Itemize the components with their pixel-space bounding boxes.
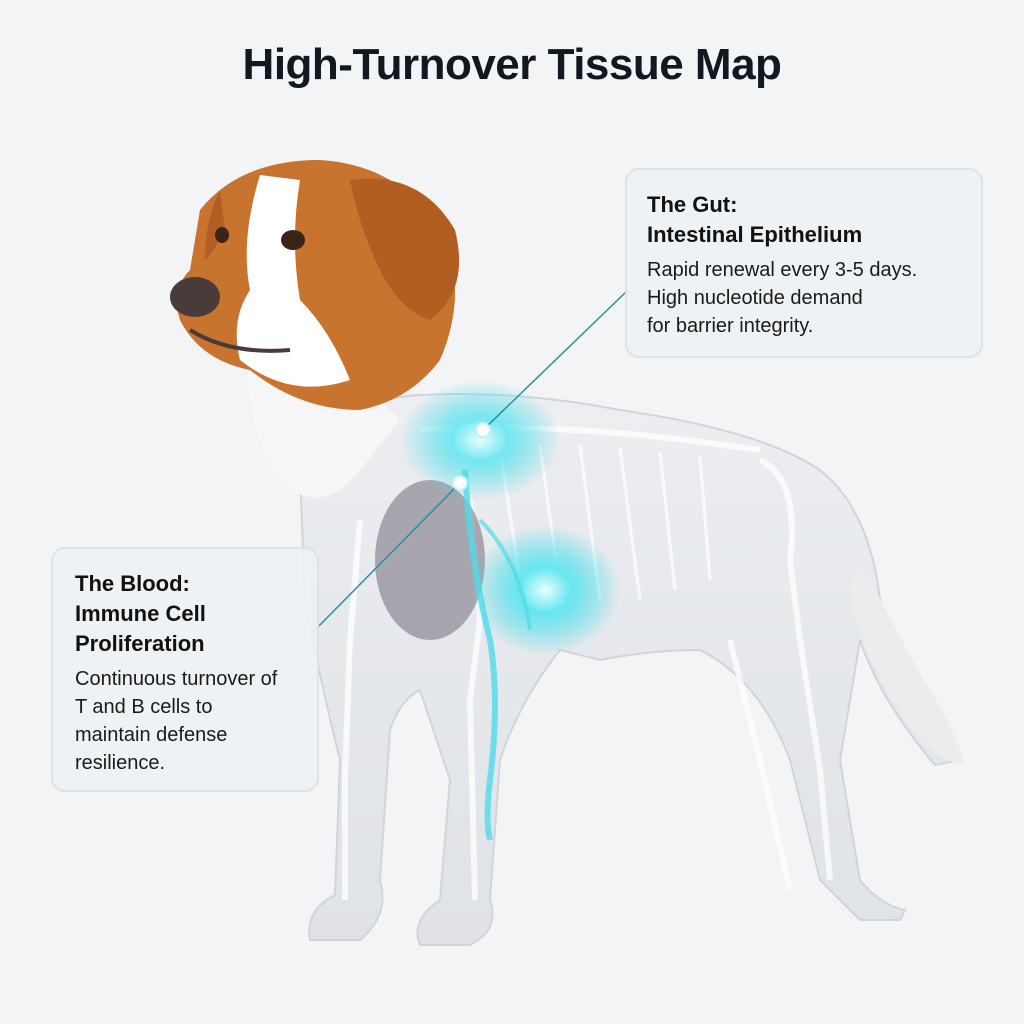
- callout-gut: The Gut: Intestinal Epithelium Rapid ren…: [625, 168, 983, 358]
- dog-tail: [850, 560, 965, 765]
- gut-body-line: for barrier integrity.: [647, 315, 814, 337]
- gut-body-line: Rapid renewal every 3-5 days.: [647, 259, 918, 281]
- gut-marker-dot: [475, 422, 491, 438]
- callout-leaders: [311, 289, 629, 634]
- blood-body-line: resilience.: [75, 752, 166, 774]
- blood-marker-dot: [452, 475, 468, 491]
- gut-heading: The Gut: Intestinal Epithelium: [647, 190, 961, 250]
- dog-head: [170, 160, 460, 410]
- gut-heading-line: Intestinal Epithelium: [647, 222, 863, 247]
- blood-body-line: maintain defense: [75, 724, 228, 746]
- blood-body: Continuous turnover of T and B cells to …: [75, 665, 295, 777]
- callout-blood: The Blood: Immune Cell Proliferation Con…: [51, 547, 319, 792]
- page-title: High-Turnover Tissue Map: [242, 40, 782, 89]
- gut-heading-line: The Gut:: [647, 192, 738, 217]
- blood-body-line: T and B cells to: [75, 696, 213, 718]
- blood-heading-line: The Blood:: [75, 571, 190, 596]
- blood-heading-line: Immune Cell: [75, 601, 206, 626]
- blood-heading-line: Proliferation: [75, 631, 205, 656]
- gut-body: Rapid renewal every 3-5 days. High nucle…: [647, 256, 961, 340]
- blood-body-line: Continuous turnover of: [75, 668, 278, 690]
- dog-body: [248, 330, 962, 946]
- gut-body-line: High nucleotide demand: [647, 287, 863, 309]
- highlight-glow: [400, 380, 620, 841]
- blood-heading: The Blood: Immune Cell Proliferation: [75, 569, 295, 659]
